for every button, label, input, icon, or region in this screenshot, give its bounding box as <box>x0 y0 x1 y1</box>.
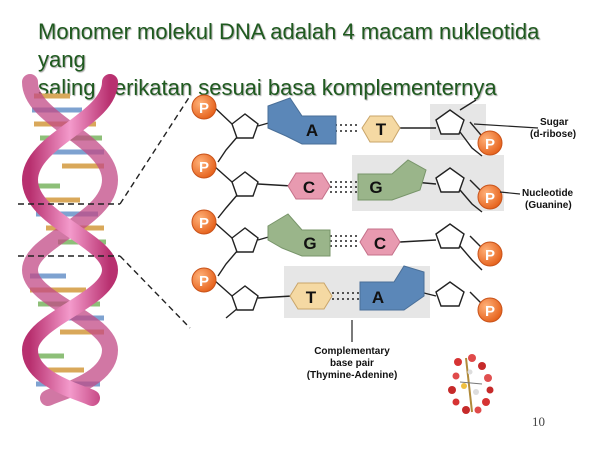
base-letter: A <box>372 288 384 307</box>
pair-label-line1: Complementary <box>314 346 390 357</box>
base-pair-row-3: G C <box>267 213 401 257</box>
nucleotide-label-line1: Nucleotide <box>522 188 574 199</box>
dna-helix-illustration <box>21 74 119 406</box>
phosphate-label: P <box>485 303 495 320</box>
title-line-1: Monomer molekul DNA adalah 4 macam nukle… <box>38 19 540 72</box>
phosphate-right-4: P <box>477 297 503 323</box>
sugar-right-2 <box>435 167 465 193</box>
guanine-base <box>357 159 427 201</box>
base-letter: T <box>306 288 317 307</box>
phosphate-label: P <box>199 215 209 232</box>
sugar-right-3 <box>435 223 465 249</box>
sugar-right-1 <box>435 109 465 135</box>
helix-strand-front <box>21 74 119 406</box>
phosphate-label: P <box>485 190 495 207</box>
sugar-left-3 <box>231 227 259 253</box>
phosphates: P P P P P P P P <box>191 94 503 323</box>
phosphate-label: P <box>199 273 209 290</box>
zoom-guide-lines <box>18 95 191 329</box>
base-pair-row-2: C G <box>287 159 427 201</box>
phosphate-left-2: P <box>191 153 217 179</box>
phosphate-label: P <box>485 247 495 264</box>
base-pair-row-1: A T <box>267 97 401 145</box>
page-number: 10 <box>532 414 545 429</box>
molecule-decoration-icon <box>448 354 494 414</box>
base-letter: C <box>303 178 315 197</box>
phosphate-right-2: P <box>477 184 503 210</box>
phosphate-label: P <box>199 100 209 117</box>
sugars <box>231 109 465 311</box>
adenine-base <box>267 97 337 145</box>
base-pair-row-4: T A <box>289 265 425 311</box>
pair-label-line3: (Thymine-Adenine) <box>307 370 398 381</box>
pair-label-line2: base pair <box>330 358 374 369</box>
base-letter: G <box>369 178 382 197</box>
phosphate-right-1: P <box>477 130 503 156</box>
callout-lines <box>351 123 539 342</box>
sugar-label-line2: (d-ribose) <box>530 129 576 140</box>
base-letter: T <box>376 120 387 139</box>
cytosine-base <box>359 228 401 256</box>
nucleotide-label-line2: (Guanine) <box>525 200 572 211</box>
base-letter: A <box>306 121 318 140</box>
sugar-left-4 <box>231 285 259 311</box>
phosphate-left-3: P <box>191 209 217 235</box>
guanine-base <box>267 213 331 257</box>
sugar-left-1 <box>231 113 259 139</box>
sugar-right-4 <box>435 281 465 307</box>
sugar-left-2 <box>231 171 259 197</box>
phosphate-left-1: P <box>191 94 217 120</box>
helix-strand-back <box>21 74 119 406</box>
phosphate-right-3: P <box>477 241 503 267</box>
thymine-base <box>361 115 401 143</box>
thymine-base <box>289 282 333 310</box>
cytosine-base <box>287 172 331 200</box>
base-letter: G <box>303 234 316 253</box>
adenine-base <box>359 265 425 311</box>
phosphate-left-4: P <box>191 267 217 293</box>
phosphate-label: P <box>485 136 495 153</box>
callout-labels: Sugar (d-ribose) Nucleotide (Guanine) Co… <box>307 117 576 381</box>
base-letter: C <box>374 234 386 253</box>
sugar-label-line1: Sugar <box>540 117 568 128</box>
phosphate-label: P <box>199 159 209 176</box>
